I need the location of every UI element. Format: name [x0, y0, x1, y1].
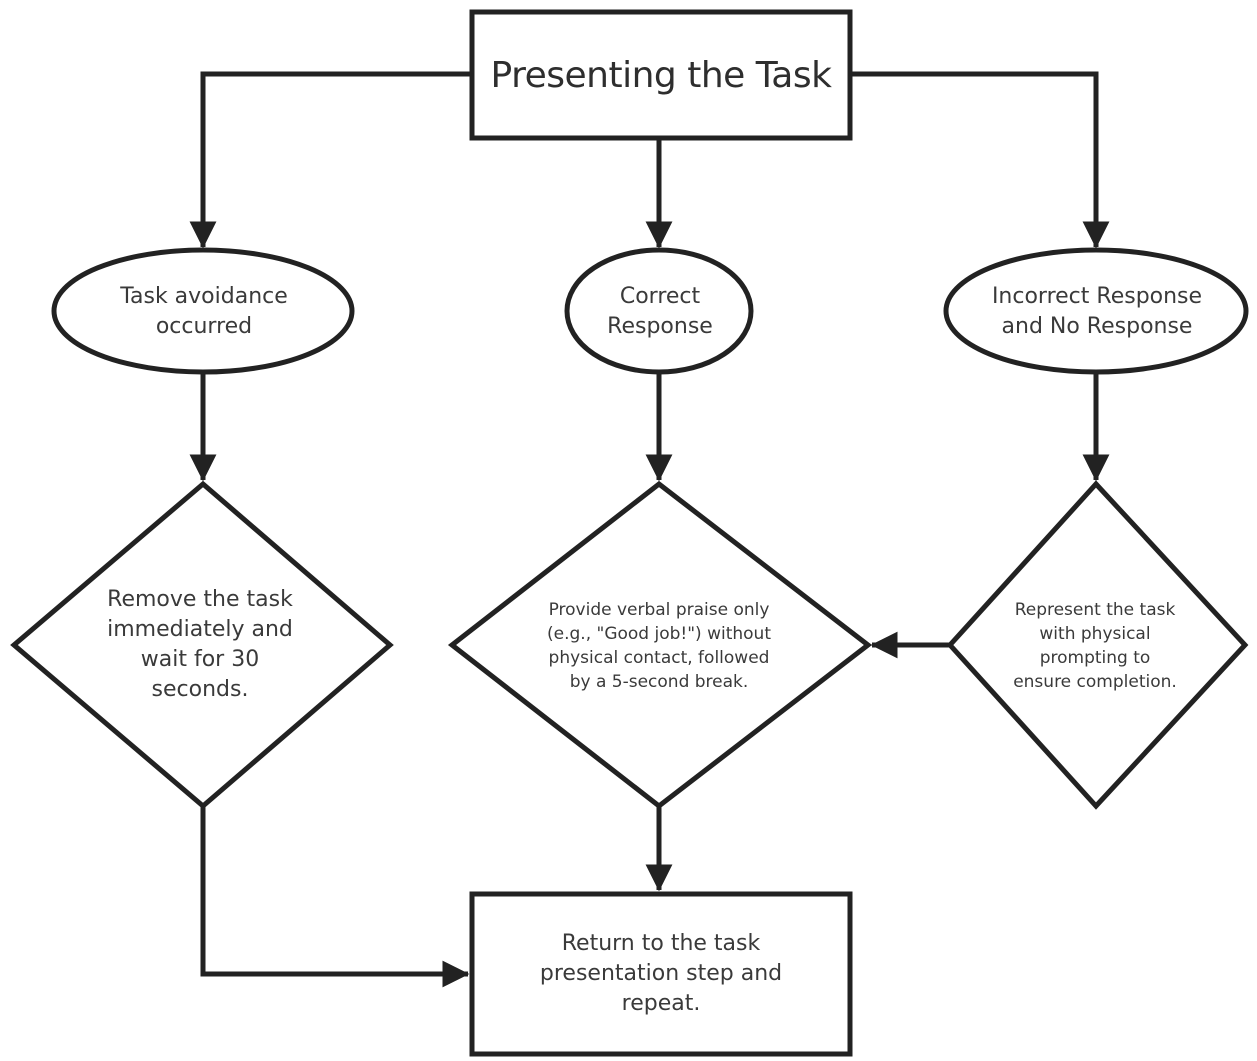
start-node-label: Presenting the Task	[490, 54, 832, 96]
return-node-box	[469, 891, 853, 1057]
avoidance-node-oval	[51, 247, 355, 375]
edge-start-to-avoidance	[189, 71, 472, 249]
return-node-label: Return to the task presentation step and…	[539, 931, 783, 1016]
correct-node-label: Correct Response	[607, 284, 713, 339]
incorrect-node-oval	[943, 247, 1249, 375]
edge-remove-task-to-return	[200, 806, 470, 988]
avoidance-node-label: Task avoidance occurred	[120, 284, 288, 339]
edge-start-to-incorrect	[850, 71, 1110, 249]
represent-node-label: Represent the task with physical prompti…	[1013, 600, 1177, 692]
represent-node-diamond	[946, 480, 1249, 810]
remove-task-node-label: Remove the task immediately and wait for…	[107, 587, 293, 702]
incorrect-node-label: Incorrect Response and No Response	[991, 284, 1203, 339]
praise-node-label: Provide verbal praise only (e.g., "Good …	[547, 600, 771, 692]
correct-node-oval	[564, 247, 754, 375]
